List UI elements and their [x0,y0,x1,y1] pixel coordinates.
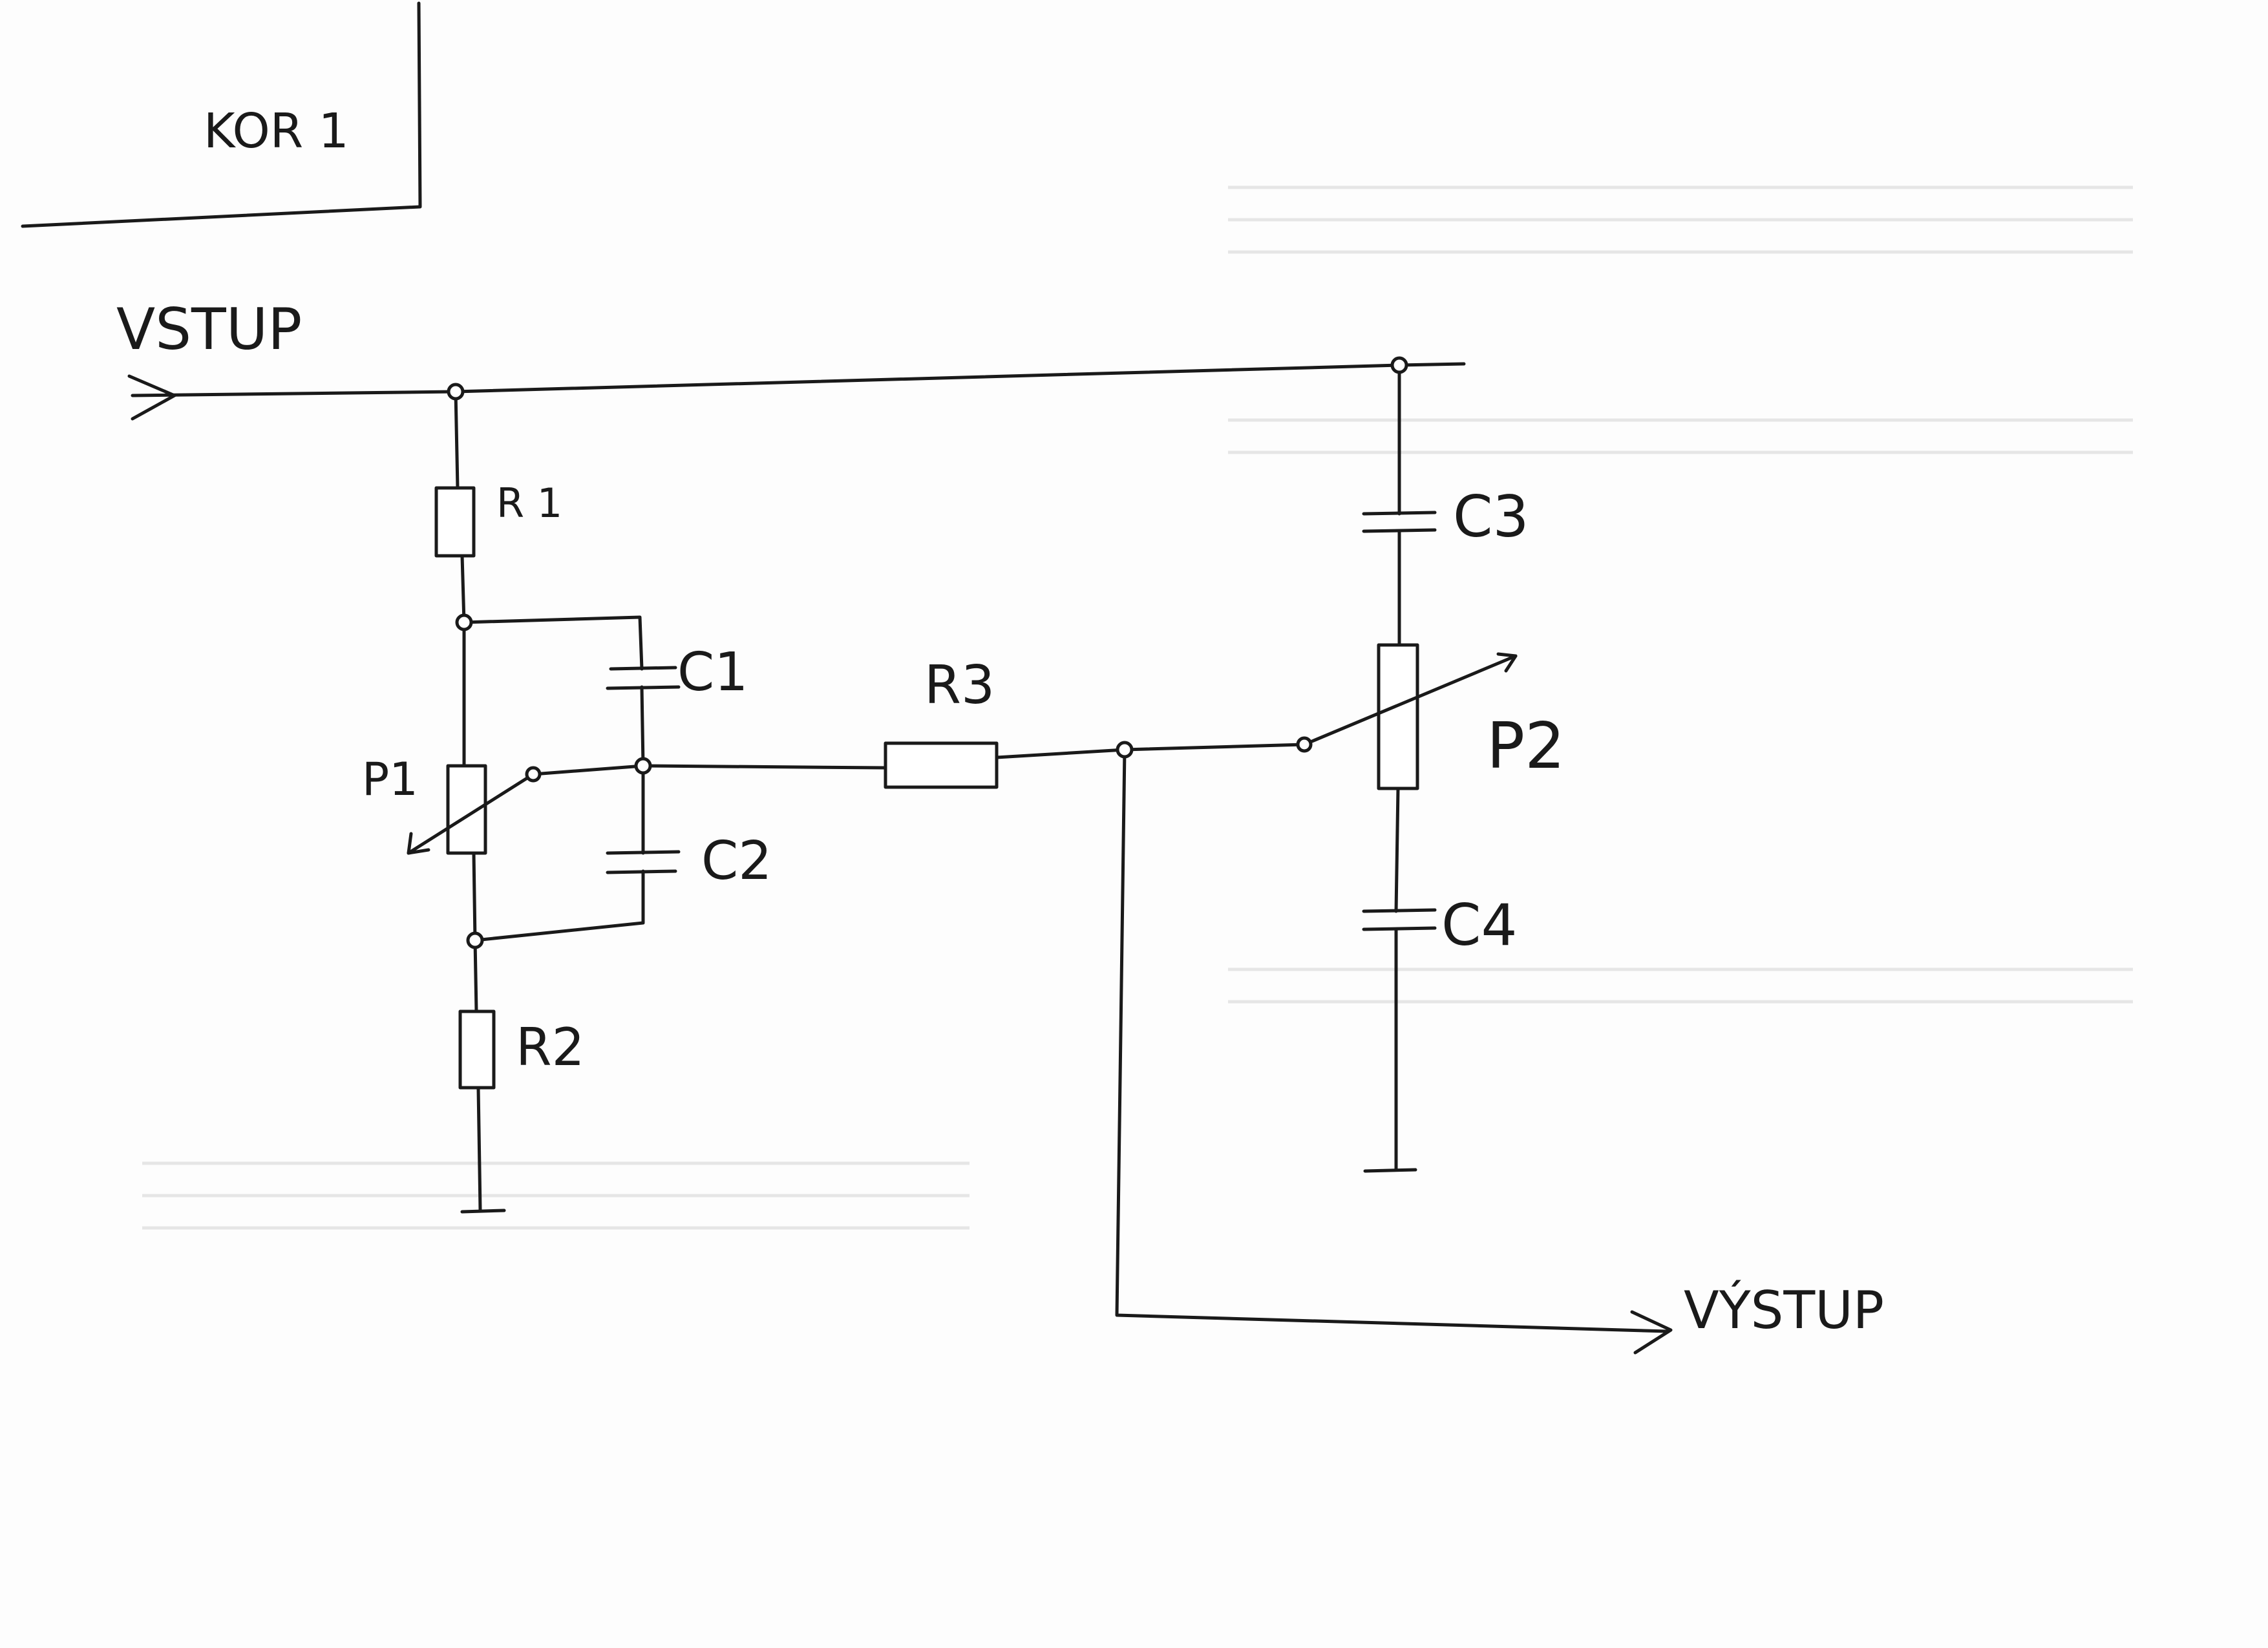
resistor-r3 [884,741,999,789]
middle-branch: R3 [531,655,1306,789]
right-branch: C3 P2 C4 [1302,363,1565,1173]
junction-node [447,383,465,401]
capacitor-c1 [609,666,677,671]
c1-label: C1 [677,642,748,703]
junction-node [634,757,652,775]
junction-node [1116,741,1134,759]
paper-show-through [142,185,2133,1230]
ground-left-icon [460,1209,506,1214]
c3-label: C3 [1453,483,1529,550]
ground-right-icon [1363,1168,1417,1173]
input-terminal: VSTUP [116,296,302,421]
r3-label: R3 [924,655,995,716]
left-branch: R 1 C1 C2 P1 R2 [362,390,772,1214]
input-label: VSTUP [116,296,302,363]
junction-node [1296,736,1313,753]
capacitor-c3 [1362,511,1437,516]
resistor-r2 [458,1009,496,1090]
junction-node [466,931,484,949]
r2-label: R2 [516,1017,584,1077]
junction-node [1390,356,1408,374]
junctions [447,356,1408,949]
resistor-r1 [434,486,476,558]
c4-label: C4 [1441,892,1517,958]
output-terminal: VÝSTUP [1115,748,1884,1355]
c2-label: C2 [701,830,772,892]
capacitor-c4 [1362,908,1437,913]
title-block-label: KOR 1 [204,103,349,159]
potentiometer-p2 [1377,643,1419,790]
r1-label: R 1 [496,480,562,527]
p2-label: P2 [1487,710,1565,783]
capacitor-c2 [606,850,681,855]
junction-node [525,766,542,783]
top-rail-wire [131,362,1466,397]
output-label: VÝSTUP [1684,1280,1884,1340]
junction-node [455,613,473,631]
title-block: KOR 1 [21,1,422,228]
p1-label: P1 [362,753,418,806]
